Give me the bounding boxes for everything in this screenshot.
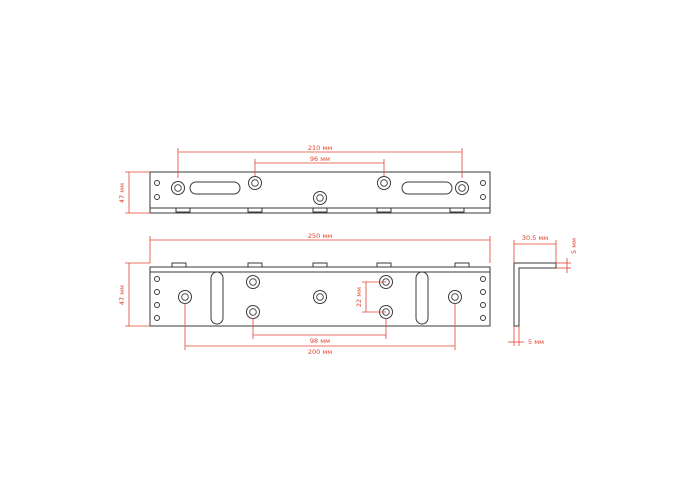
top-view: 210 мм 96 мм 47 мм xyxy=(118,144,491,214)
dim-label-96: 96 мм xyxy=(310,155,330,163)
slot-vertical-right xyxy=(415,271,429,325)
edge-dot xyxy=(154,302,160,308)
edge-dot xyxy=(480,194,486,200)
hole xyxy=(455,181,469,195)
dim-label-200: 200 мм xyxy=(308,348,332,356)
bolt-heads xyxy=(175,207,465,213)
edge-dot xyxy=(480,315,486,321)
dimension-front-outer: 200 мм xyxy=(184,303,456,356)
hole xyxy=(448,290,462,304)
dim-label-250: 250 мм xyxy=(308,232,332,240)
dim-label-5-top: 5 мм xyxy=(570,238,578,254)
edge-dot xyxy=(154,180,160,186)
dimension-front-length: 250 мм xyxy=(149,232,491,263)
dimension-top-height: 47 мм xyxy=(118,171,150,214)
dimension-vertical-spacing: 22 мм xyxy=(355,281,386,313)
dim-label-98: 98 мм xyxy=(310,337,330,345)
edge-dot xyxy=(480,302,486,308)
dimension-front-height: 47 мм xyxy=(118,262,150,327)
dimension-side-width: 30,5 мм xyxy=(513,234,557,263)
dimension-side-thickness-bottom: 5 мм xyxy=(508,326,544,346)
dim-label-47-top: 47 мм xyxy=(118,183,126,203)
hole xyxy=(171,181,185,195)
hole xyxy=(313,290,327,304)
edge-dot xyxy=(154,194,160,200)
hole xyxy=(248,176,262,190)
hole xyxy=(246,275,260,289)
slot-left xyxy=(189,181,241,195)
hole xyxy=(178,290,192,304)
dim-label-30-5: 30,5 мм xyxy=(522,234,548,242)
hole xyxy=(377,176,391,190)
dimension-front-inner: 98 мм xyxy=(252,318,387,345)
dim-label-210: 210 мм xyxy=(308,144,332,152)
slot-vertical-left xyxy=(210,271,224,325)
dim-label-47-front: 47 мм xyxy=(118,285,126,305)
dimension-top-inner: 96 мм xyxy=(254,155,385,176)
edge-dot xyxy=(154,315,160,321)
edge-dot xyxy=(480,180,486,186)
edge-dot xyxy=(154,289,160,295)
hole xyxy=(313,191,327,205)
slot-right xyxy=(401,181,453,195)
front-flange xyxy=(149,266,491,273)
edge-dot xyxy=(480,289,486,295)
l-profile xyxy=(513,262,557,327)
dimension-side-thickness-top: 5 мм xyxy=(556,238,578,273)
dim-label-5-bottom: 5 мм xyxy=(528,338,544,346)
hole xyxy=(246,305,260,319)
bolt-heads-front xyxy=(171,262,470,268)
front-view: 250 мм 47 мм 22 мм 98 мм 200 мм xyxy=(118,232,491,356)
dimension-top-outer: 210 мм xyxy=(177,144,463,178)
dim-label-22: 22 мм xyxy=(355,287,363,307)
edge-dot xyxy=(154,276,160,282)
edge-dot xyxy=(480,276,486,282)
side-view: 30,5 мм 5 мм 5 мм xyxy=(508,234,578,346)
